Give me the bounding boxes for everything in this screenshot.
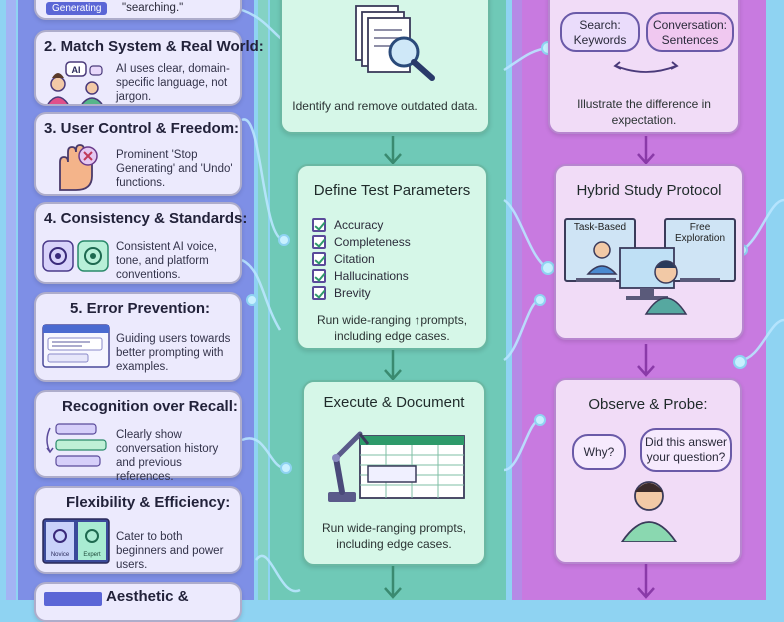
aesthetic-thumbnail	[44, 592, 102, 606]
heuristic-card-flexibility: Flexibility & Efficiency: Cater to both …	[34, 486, 242, 574]
prompt-example-icon	[42, 324, 110, 368]
param-completeness: Completeness	[334, 235, 411, 249]
heuristic-title: 5. Error Prevention:	[70, 300, 211, 317]
heuristic-text: Cater to both beginners and power users.	[116, 531, 224, 571]
heuristic-card-error-prevention: 5. Error Prevention: Guiding users towar…	[34, 292, 242, 382]
test-parameters-title: Define Test Parameters	[313, 182, 471, 199]
heuristic-title: 2. Match System & Real World:	[44, 38, 264, 55]
conversation-sentences-bubble: Conversation: Sentences	[646, 12, 734, 52]
checkbox-brevity-icon	[312, 286, 326, 300]
heuristic-card-aesthetic: Aesthetic &	[34, 582, 242, 622]
participant-at-computers-icon	[576, 241, 720, 315]
expectation-card: Search: Keywords Conversation: Sentences…	[548, 0, 740, 134]
data-cleanup-text: Identify and remove outdated data.	[292, 99, 478, 113]
param-hallucinations: Hallucinations	[334, 269, 409, 283]
expert-label: Expert	[83, 552, 101, 558]
search-keywords-bubble: Search: Keywords	[560, 12, 640, 52]
heuristic-title: Aesthetic &	[106, 588, 189, 605]
checkbox-accuracy-icon	[312, 218, 326, 232]
execute-document-title: Execute & Document	[323, 394, 465, 411]
test-parameters-card: Define Test Parameters Accuracy Complete…	[296, 164, 488, 350]
heuristic-card-consistency: 4. Consistency & Standards: Consistent A…	[34, 202, 247, 284]
heuristic-text: Clearly show conversation history and pr…	[116, 429, 219, 483]
data-cleanup-card: Identify and remove outdated data.	[280, 0, 490, 134]
heuristic-text: Prominent 'Stop Generating' and 'Undo' f…	[116, 149, 233, 189]
hybrid-study-title: Hybrid Study Protocol	[576, 182, 722, 199]
expectation-text: Illustrate the difference in expectation…	[577, 97, 711, 127]
heuristic-text: Consistent AI voice, tone, and platform …	[116, 241, 217, 281]
heuristic-card-1: Generating "searching."	[34, 0, 242, 20]
lane-strip-left	[6, 0, 16, 600]
flow-arrow-down-icon	[637, 136, 655, 165]
heuristic-text: "searching."	[122, 2, 184, 14]
why-bubble: Why?	[572, 434, 626, 470]
hand-stop-icon	[59, 144, 98, 191]
lane-strip-right	[512, 0, 522, 600]
free-exploration-screen: Free Exploration	[664, 218, 736, 282]
researcher-avatar-icon	[620, 481, 678, 542]
heuristic-title: Flexibility & Efficiency:	[66, 494, 231, 511]
free-exploration-label: Free Exploration	[674, 222, 726, 244]
checkbox-hallucinations-icon	[312, 269, 326, 283]
robot-arm-spreadsheet-icon	[328, 431, 465, 502]
flow-arrow-down-icon	[637, 344, 655, 377]
generating-badge: Generating	[46, 2, 108, 15]
param-brevity: Brevity	[334, 286, 371, 300]
test-parameters-text: Run wide-ranging ↑prompts, including edg…	[316, 313, 468, 343]
checkbox-citation-icon	[312, 252, 326, 266]
heuristic-text: Guiding users towards better prompting w…	[116, 333, 231, 373]
execute-document-text: Run wide-ranging prompts, including edge…	[321, 521, 467, 551]
ai-logo-icon	[42, 240, 109, 272]
heuristic-text: AI uses clear, domain-specific language,…	[116, 63, 230, 103]
heuristic-card-match-system: 2. Match System & Real World: AI uses cl…	[34, 30, 264, 106]
flow-arrow-down-icon	[384, 566, 402, 599]
flow-arrow-down-icon	[637, 564, 655, 599]
checkbox-completeness-icon	[312, 235, 326, 249]
documents-magnifier-icon	[355, 5, 435, 81]
task-based-label: Task-Based	[573, 222, 627, 233]
heuristic-card-recognition: Recognition over Recall: Clearly show co…	[34, 390, 242, 483]
ai-label: AI	[72, 65, 81, 75]
heuristic-title: 3. User Control & Freedom:	[44, 120, 240, 137]
hybrid-study-card: Hybrid Study Protocol Task-Based Free Ex…	[554, 164, 744, 340]
novice-expert-icon: Novice Expert	[42, 518, 110, 564]
history-list-icon	[46, 423, 107, 467]
execute-document-card: Execute & Document Run wide-ranging prom…	[302, 380, 486, 566]
flow-arrow-down-icon	[384, 136, 402, 165]
answer-question-bubble: Did this answer your question?	[640, 428, 732, 472]
heuristic-title: 4. Consistency & Standards:	[44, 210, 248, 227]
ai-chat-people-icon: AI	[47, 61, 103, 104]
heuristic-card-user-control: 3. User Control & Freedom: Prominent 'St…	[34, 112, 242, 196]
observe-probe-title: Observe & Probe:	[588, 396, 708, 413]
novice-label: Novice	[51, 552, 70, 558]
lane-strip-middle	[258, 0, 268, 600]
observe-probe-card: Observe & Probe: Why? Did this answer yo…	[554, 378, 742, 564]
param-citation: Citation	[334, 252, 375, 266]
swap-arrows-icon	[613, 61, 679, 73]
param-accuracy: Accuracy	[334, 218, 384, 232]
flow-arrow-down-icon	[384, 350, 402, 381]
heuristic-title: Recognition over Recall:	[62, 398, 238, 415]
